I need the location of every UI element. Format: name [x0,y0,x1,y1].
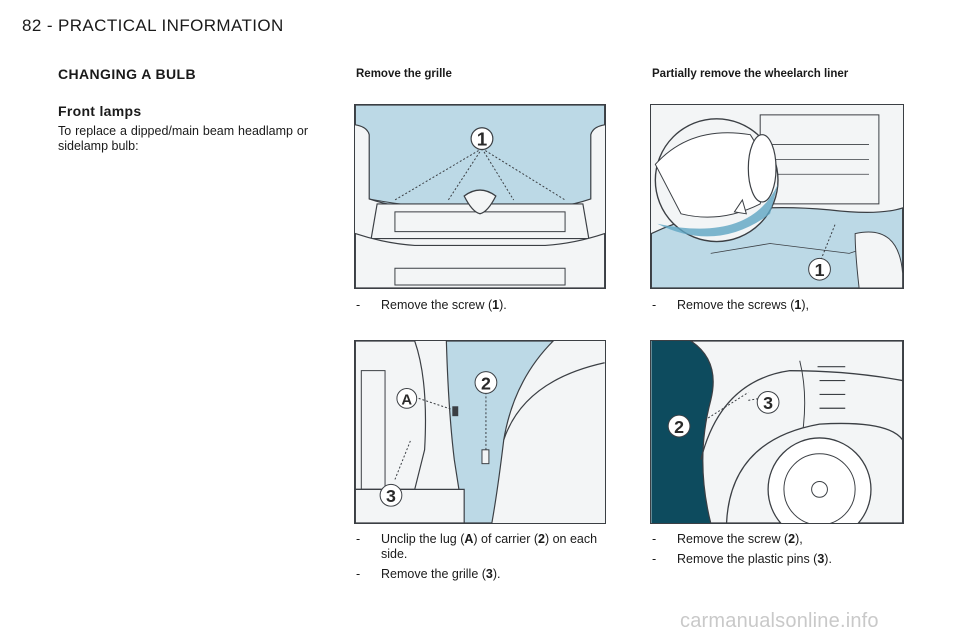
wheelarch-pins-illustration: 2 3 [651,341,903,523]
callout-1: 1 [477,129,487,150]
grille-heading: Remove the grille [356,68,452,80]
section-title: CHANGING A BULB [58,66,196,82]
wheelarch-step-list-1: -Remove the screws (1), [652,298,906,318]
grille-step-list-1: -Remove the screw (1). [356,298,610,318]
callout-circle [470,127,494,151]
callout-2: 2 [674,417,684,437]
callout-A: A [401,392,412,408]
watermark: carmanualsonline.info [680,610,879,632]
intro-text: To replace a dipped/main beam headlamp o… [58,124,308,153]
step-unclip-lug: -Unclip the lug (A) of carrier (2) on ea… [356,532,598,561]
grille-step-list-2: -Unclip the lug (A) of carrier (2) on ea… [356,532,610,587]
step-remove-screw: -Remove the screw (1). [356,298,507,312]
grille-carrier-illustration: A 2 3 [355,341,605,523]
section-subtitle: Front lamps [58,103,142,119]
figure-grille-carrier: A 2 3 [354,340,606,524]
figure-wheelarch-screws: 1 [650,104,904,289]
callout-3: 3 [386,486,396,506]
step-remove-screws: -Remove the screws (1), [652,298,809,312]
figure-wheelarch-pins: 2 3 [650,340,904,524]
wheelarch-step-list-2: -Remove the screw (2), -Remove the plast… [652,532,906,572]
page-header: 82 - PRACTICAL INFORMATION [22,16,284,35]
callout-2: 2 [481,373,491,393]
step-remove-pins: -Remove the plastic pins (3). [652,552,832,566]
wheelarch-heading: Partially remove the wheelarch liner [652,68,849,80]
callout-3: 3 [763,393,773,413]
grille-screw-illustration: 1 [355,105,605,288]
callout-1: 1 [815,260,825,280]
figure-grille-screw: 1 [354,104,606,289]
wheelarch-screws-illustration: 1 [651,105,903,288]
step-remove-grille: -Remove the grille (3). [356,567,501,581]
step-remove-screw-2: -Remove the screw (2), [652,532,803,546]
